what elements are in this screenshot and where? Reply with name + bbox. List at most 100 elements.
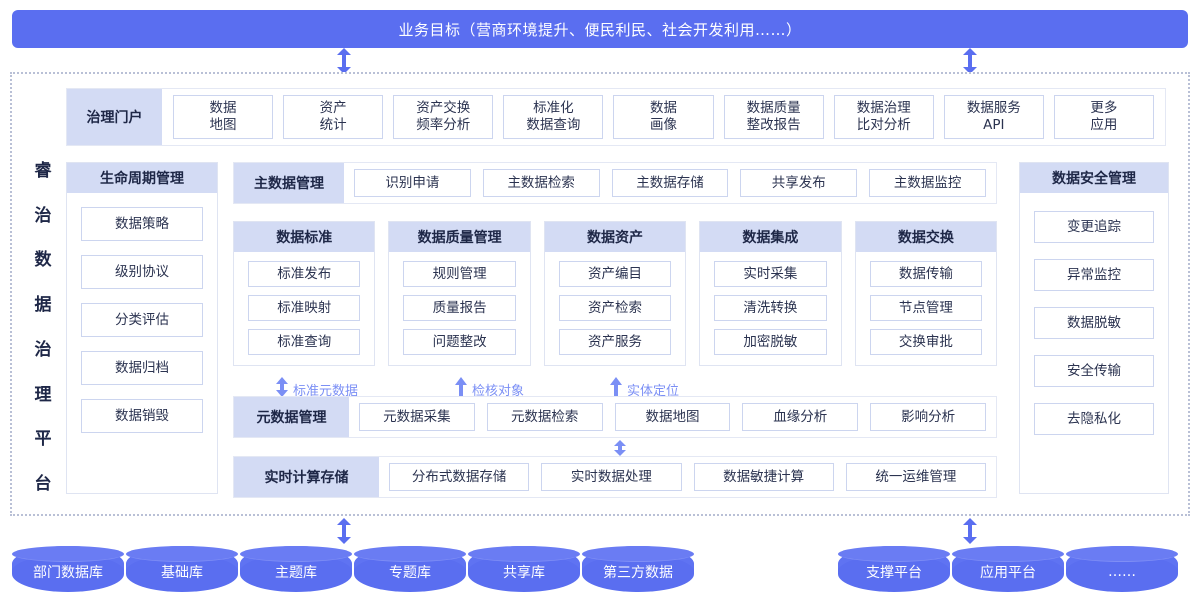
master-data-item[interactable]: 共享发布 — [740, 169, 858, 197]
security-item[interactable]: 数据脱敏 — [1034, 307, 1154, 339]
source-database[interactable]: 主题库 — [240, 546, 352, 592]
security-item[interactable]: 安全传输 — [1034, 355, 1154, 387]
source-platform[interactable]: …… — [1066, 546, 1178, 592]
master-data-item[interactable]: 主数据监控 — [869, 169, 986, 197]
domain-column: 数据资产资产编目资产检索资产服务 — [543, 221, 687, 366]
portal-item[interactable]: 数据画像 — [613, 95, 714, 139]
metadata-head: 元数据管理 — [234, 397, 349, 437]
portal-item[interactable]: 资产交换频率分析 — [393, 95, 494, 139]
domain-column-item[interactable]: 资产检索 — [558, 295, 672, 321]
realtime-item[interactable]: 统一运维管理 — [845, 463, 986, 491]
lifecycle-head: 生命周期管理 — [67, 163, 217, 193]
source-database[interactable]: 第三方数据 — [582, 546, 694, 592]
metadata-item[interactable]: 影响分析 — [870, 403, 986, 431]
cylinder-top — [952, 546, 1064, 562]
portal-item[interactable]: 数据质量整改报告 — [723, 95, 824, 139]
master-data-item[interactable]: 主数据检索 — [482, 169, 600, 197]
lifecycle-item[interactable]: 数据销毁 — [81, 399, 203, 433]
lifecycle-item[interactable]: 数据策略 — [81, 207, 203, 241]
platform-title-char: 据 — [34, 295, 52, 316]
domain-column: 数据集成实时采集清洗转换加密脱敏 — [699, 221, 842, 366]
cylinder-label: 部门数据库 — [33, 565, 103, 581]
lifecycle-panel: 生命周期管理 数据策略级别协议分类评估数据归档数据销毁 — [66, 162, 218, 494]
domain-column-item[interactable]: 节点管理 — [869, 295, 983, 321]
metadata-item[interactable]: 元数据检索 — [486, 403, 603, 431]
connector-arrow-sources-left — [337, 518, 351, 544]
business-goal-banner: 业务目标（营商环境提升、便民利民、社会开发利用……） — [12, 10, 1188, 48]
domain-column-head: 数据质量管理 — [389, 222, 530, 252]
source-platform[interactable]: 支撑平台 — [838, 546, 950, 592]
annotation-check-object: 检核对象 — [455, 377, 524, 401]
domain-column-item[interactable]: 标准映射 — [248, 295, 361, 321]
source-database[interactable]: 基础库 — [126, 546, 238, 592]
platform-title-char: 数 — [34, 250, 52, 271]
platform-vertical-title: 睿治数据治理平台 — [26, 163, 60, 493]
cylinder-top — [240, 546, 352, 562]
portal-item[interactable]: 数据治理比对分析 — [833, 95, 934, 139]
metadata-item[interactable]: 血缘分析 — [742, 403, 859, 431]
lifecycle-item[interactable]: 级别协议 — [81, 255, 203, 289]
master-data-head: 主数据管理 — [234, 163, 344, 203]
domain-column-item[interactable]: 规则管理 — [403, 261, 516, 287]
annotation-label: 检核对象 — [472, 383, 525, 399]
domain-column-head: 数据标准 — [234, 222, 375, 252]
master-data-item[interactable]: 识别申请 — [354, 169, 471, 197]
governance-portal-panel: 治理门户 数据地图资产统计资产交换频率分析标准化数据查询数据画像数据质量整改报告… — [66, 88, 1166, 146]
source-platform[interactable]: 应用平台 — [952, 546, 1064, 592]
lifecycle-item[interactable]: 数据归档 — [81, 351, 203, 385]
domain-column-item[interactable]: 质量报告 — [403, 295, 516, 321]
metadata-item[interactable]: 数据地图 — [614, 403, 731, 431]
source-database[interactable]: 专题库 — [354, 546, 466, 592]
up-arrow-icon — [610, 377, 622, 401]
realtime-item[interactable]: 分布式数据存储 — [389, 463, 530, 491]
cylinder-label: 基础库 — [161, 565, 203, 581]
realtime-item[interactable]: 实时数据处理 — [541, 463, 682, 491]
domain-column-item[interactable]: 数据传输 — [869, 261, 983, 287]
lifecycle-items: 数据策略级别协议分类评估数据归档数据销毁 — [67, 193, 217, 433]
cylinder-label: 应用平台 — [980, 565, 1036, 581]
domain-column: 数据质量管理规则管理质量报告问题整改 — [388, 221, 531, 366]
security-head: 数据安全管理 — [1020, 163, 1168, 193]
cylinder-top — [1066, 546, 1178, 562]
cylinder-top — [12, 546, 124, 562]
portal-item[interactable]: 更多应用 — [1053, 95, 1154, 139]
security-panel: 数据安全管理 变更追踪异常监控数据脱敏安全传输去隐私化 — [1019, 162, 1169, 494]
platform-title-char: 治 — [34, 339, 52, 360]
annotation-label: 实体定位 — [627, 383, 680, 399]
domain-column-item[interactable]: 资产编目 — [558, 261, 672, 287]
portal-item[interactable]: 数据地图 — [173, 95, 274, 139]
source-database[interactable]: 共享库 — [468, 546, 580, 592]
security-items: 变更追踪异常监控数据脱敏安全传输去隐私化 — [1020, 193, 1168, 435]
portal-item[interactable]: 标准化数据查询 — [503, 95, 604, 139]
cylinder-top — [838, 546, 950, 562]
domain-column-head: 数据交换 — [855, 222, 997, 252]
master-data-item[interactable]: 主数据存储 — [611, 169, 729, 197]
master-data-panel: 主数据管理 识别申请主数据检索主数据存储共享发布主数据监控 — [233, 162, 997, 204]
lifecycle-item[interactable]: 分类评估 — [81, 303, 203, 337]
domain-column-items: 规则管理质量报告问题整改 — [389, 252, 529, 365]
domain-column-item[interactable]: 标准查询 — [248, 329, 361, 355]
portal-item[interactable]: 资产统计 — [283, 95, 384, 139]
domain-column-item[interactable]: 清洗转换 — [714, 295, 827, 321]
domain-column-item[interactable]: 资产服务 — [558, 329, 672, 355]
domain-column-item[interactable]: 问题整改 — [403, 329, 516, 355]
security-item[interactable]: 去隐私化 — [1034, 403, 1154, 435]
business-goal-text: 业务目标（营商环境提升、便民利民、社会开发利用……） — [398, 20, 802, 39]
domain-column-item[interactable]: 实时采集 — [714, 261, 827, 287]
connector-arrow-banner-right — [963, 48, 977, 74]
security-item[interactable]: 异常监控 — [1034, 259, 1154, 291]
security-item[interactable]: 变更追踪 — [1034, 211, 1154, 243]
realtime-item[interactable]: 数据敏捷计算 — [693, 463, 834, 491]
domain-column-items: 实时采集清洗转换加密脱敏 — [700, 252, 840, 365]
governance-portal-items: 数据地图资产统计资产交换频率分析标准化数据查询数据画像数据质量整改报告数据治理比… — [162, 89, 1165, 145]
domain-column-item[interactable]: 加密脱敏 — [714, 329, 827, 355]
cylinder-top — [126, 546, 238, 562]
source-database[interactable]: 部门数据库 — [12, 546, 124, 592]
domain-column-item[interactable]: 标准发布 — [248, 261, 361, 287]
domain-column-item[interactable]: 交换审批 — [869, 329, 983, 355]
domain-columns: 数据标准标准发布标准映射标准查询数据质量管理规则管理质量报告问题整改数据资产资产… — [233, 221, 998, 366]
cylinder-top — [468, 546, 580, 562]
up-arrow-icon — [455, 377, 467, 401]
metadata-item[interactable]: 元数据采集 — [359, 403, 475, 431]
